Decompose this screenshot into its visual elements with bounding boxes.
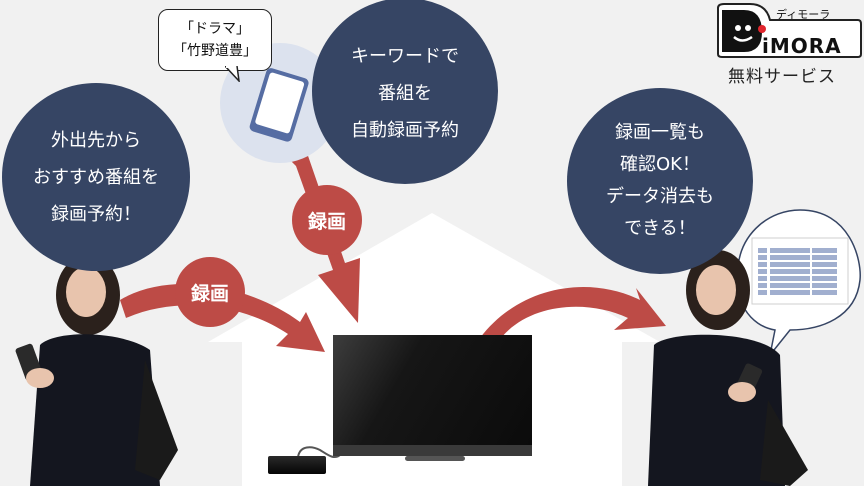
svg-text:iMORA: iMORA [762,34,842,58]
bubble-text: 確認OK！ [620,154,700,175]
woman-right-figure [648,250,808,486]
svg-text:ディモーラ: ディモーラ [776,7,830,21]
bubble-text: 自動録画予約 [351,119,459,141]
record-badge-center: 録画 [292,185,362,255]
bubble-text: キーワードで [351,45,459,67]
keyword-callout: 「ドラマ」 「竹野道豊」 [158,9,272,71]
recorder-icon [268,456,326,474]
cable [297,446,341,459]
bubble-remote-recording: 外出先から おすすめ番組を 録画予約！ [2,83,190,271]
bubble-text: おすすめ番組を [33,166,159,188]
woman-left-figure [15,255,178,486]
bubble-text: データ消去も [606,186,714,207]
arrow-left-icon [120,284,325,352]
tv-soundbar [333,445,532,456]
record-badge-label: 録画 [307,210,346,233]
record-badge-label: 録画 [190,282,229,305]
tv-stand [405,456,465,461]
bubble-recording-list: 録画一覧も 確認OK！ データ消去も できる！ [567,88,753,274]
callout-line: 「ドラマ」 [180,21,250,37]
bubble-text: できる！ [624,218,696,239]
callout-line: 「竹野道豊」 [173,43,257,59]
bubble-keyword-recording: キーワードで 番組を 自動録画予約 [312,0,498,184]
arrow-right-icon [480,286,666,342]
bubble-text: 録画一覧も [615,122,705,143]
bubble-text: 録画予約！ [51,203,141,225]
bubble-text: 外出先から [51,129,141,151]
callout-tail [225,66,240,82]
table-icon [758,248,837,295]
smartphone-icon [249,68,309,142]
record-badge-left: 録画 [175,257,245,327]
logo-caption: 無料サービス [728,67,836,87]
tv-icon [333,335,532,445]
dimora-logo: ディモーラ iMORA [717,3,862,58]
bubble-text: 番組を [378,82,432,104]
recording-list-bubble [736,209,861,356]
